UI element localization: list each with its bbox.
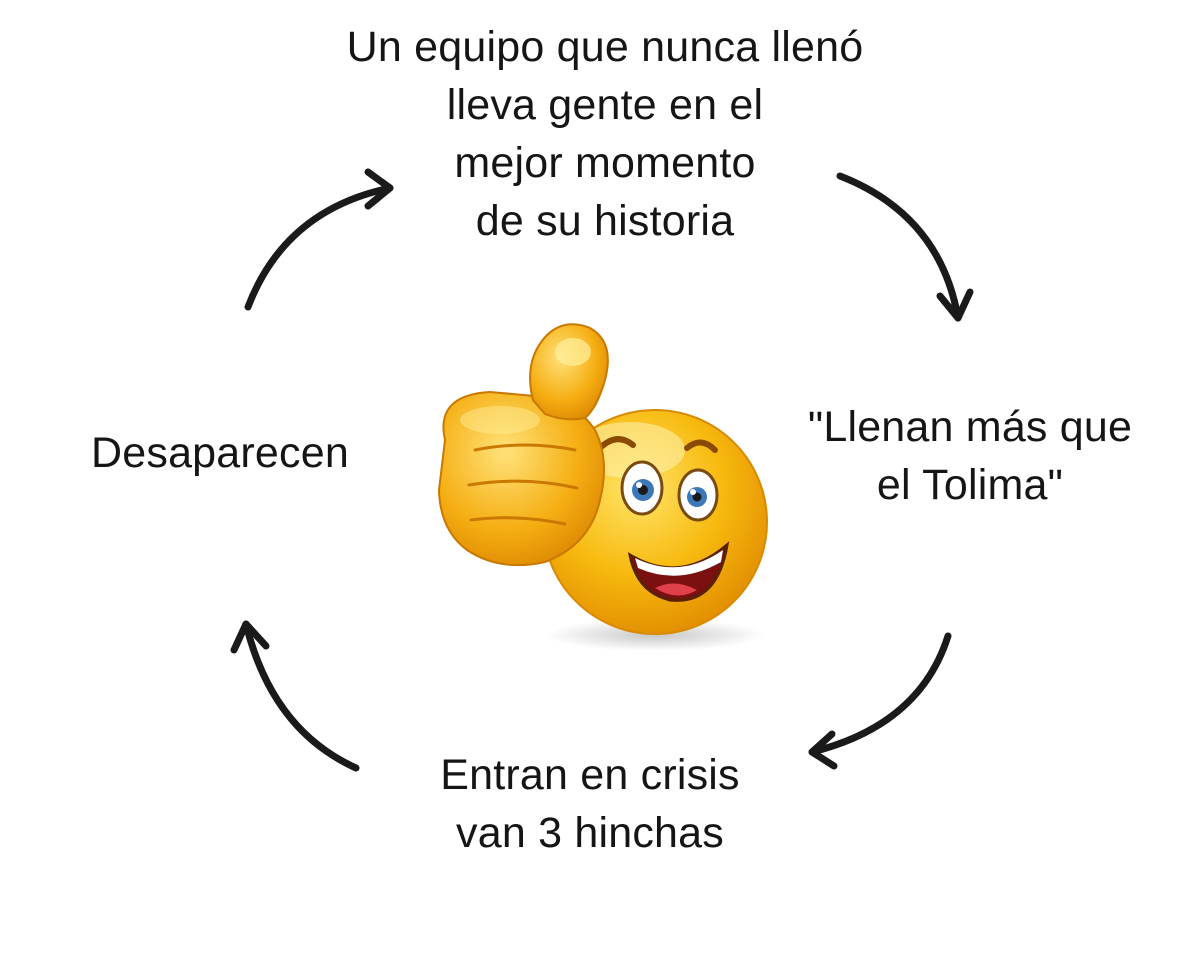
thumbs-up-smiley-emoji-icon xyxy=(437,323,768,651)
step-top-line-3: mejor momento xyxy=(454,139,756,187)
step-right-line-2: el Tolima" xyxy=(876,461,1064,509)
step-bottom-line-2: van 3 hinchas xyxy=(456,809,724,857)
curved-arrow-icon-left-to-top xyxy=(244,168,394,311)
cycle-step-right: "Llenan más que el Tolima" xyxy=(770,398,1170,514)
step-right-line-1: "Llenan más que xyxy=(807,403,1133,451)
step-left-line-1: Desaparecen xyxy=(91,429,349,477)
cycle-step-left: Desaparecen xyxy=(40,424,400,482)
cycle-step-bottom: Entran en crisis van 3 hinchas xyxy=(380,746,800,862)
step-top-line-4: de su historia xyxy=(475,197,735,245)
step-top-line-1: Un equipo que nunca llenó xyxy=(346,23,864,71)
curved-arrow-icon-top-to-right xyxy=(836,172,974,322)
step-bottom-line-1: Entran en crisis xyxy=(440,751,740,799)
curved-arrow-icon-right-to-bottom xyxy=(808,632,952,770)
cycle-step-top: Un equipo que nunca llenó lleva gente en… xyxy=(300,18,910,250)
step-top-line-2: lleva gente en el xyxy=(446,81,764,129)
curved-arrow-icon-bottom-to-left xyxy=(230,620,360,772)
